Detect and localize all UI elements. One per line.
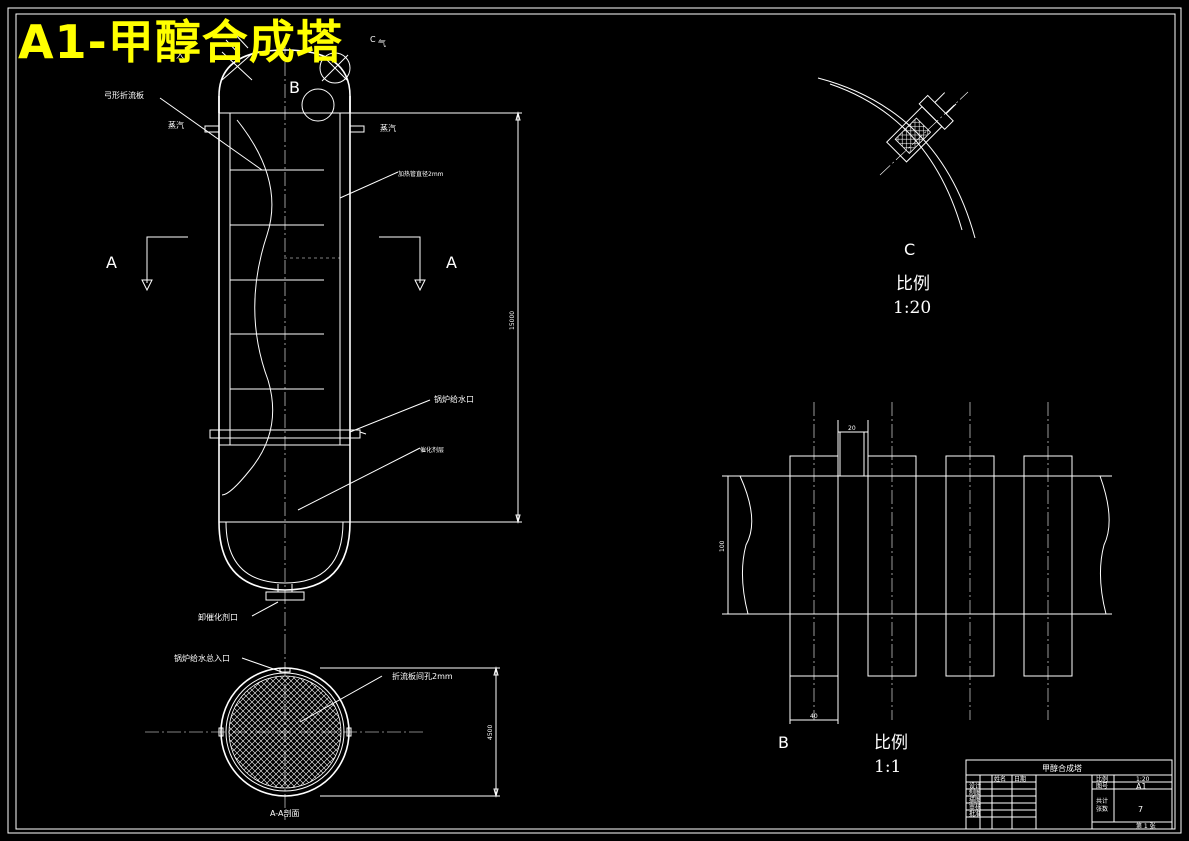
catalyst-label: 催化剂层 [420,446,444,454]
drawing-inner-border [15,13,1176,830]
title-block-row-1: 制图 [969,789,981,797]
steam-left-label: 蒸汽 [168,120,184,130]
nozzle-top-right-label: 气 [378,38,386,48]
title-block-col-0: 姓名 [994,775,1006,783]
drawing-border [7,7,1182,834]
title-block: 甲醇合成塔 姓名 日期 设计 制图 描图 审核 批准 比例 1:20 图号 A1… [965,759,1173,830]
title-block-name: 甲醇合成塔 [1042,763,1082,773]
diameter-dimension: 4500 [487,725,494,740]
title-block-count-key2: 张数 [1096,805,1108,813]
baffle-label: 弓形折流板 [104,90,144,100]
nozzle-top-left-label: 入 [176,51,184,60]
title-block-row-3: 审核 [969,803,981,811]
inlet-label: 锅炉给水总入口 [174,653,230,663]
detail-b-dim-top: 20 [848,425,856,432]
discharge-label: 卸催化剂口 [198,612,238,622]
discharge-nozzle [265,591,305,601]
title-block-sheet-key: 图号 [1096,783,1108,790]
manhole [301,88,335,122]
title-block-col-1: 日期 [1014,775,1026,783]
detail-b-label: B [778,733,789,752]
tube-label: 加热管直径2mm [398,170,444,178]
bottom-head [218,521,351,591]
baffles [230,169,340,390]
title-block-scale-value: 1:20 [1136,776,1150,783]
section-caption: A-A剖面 [270,808,299,818]
title-block-scale-key: 比例 [1096,775,1108,783]
callout-c: C [370,35,376,44]
title-block-count-key: 共计 [1096,797,1108,805]
detail-b-dim-left: 100 [719,540,726,552]
main-view: B C 入 气 弓形折流板 蒸汽 蒸汽 加热管直径2mm A A 15000 锅… [104,32,522,640]
detail-c: C 比例 1:20 [817,77,976,318]
boiler-feed-label: 锅炉给水口 [434,394,474,404]
detail-b-dim-bottom: 40 [810,713,818,720]
steam-right-label: 蒸汽 [380,123,396,133]
detail-b-scale-value: 1:1 [874,757,901,777]
flow-curve [221,119,274,496]
callout-b: B [289,78,300,97]
section-view: 锅炉给水总入口 折流板间孔2mm 4500 A-A剖面 [145,640,500,820]
title-block-row-0: 设计 [969,782,981,790]
detail-b: 20 100 40 B 比例 1:1 [719,402,1112,777]
section-left-label: A [106,253,117,272]
title-block-count-value: 7 [1138,805,1143,814]
detail-b-scale-label: 比例 [874,733,908,753]
title-block-row-4: 批准 [969,810,981,818]
height-dimension: 15000 [509,311,516,330]
drawing-title: A1-甲醇合成塔 [18,15,343,69]
section-markers [141,236,426,292]
section-right-label: A [446,253,457,272]
detail-c-scale-value: 1:20 [893,298,931,318]
detail-c-label: C [904,240,915,259]
title-block-page-text: 第 1 张 [1136,822,1156,830]
title-block-sheet-value: A1 [1136,782,1147,791]
detail-c-scale-label: 比例 [896,274,930,294]
hole-label: 折流板间孔2mm [392,671,453,681]
title-block-row-2: 描图 [969,796,981,804]
top-nozzles [221,32,351,122]
